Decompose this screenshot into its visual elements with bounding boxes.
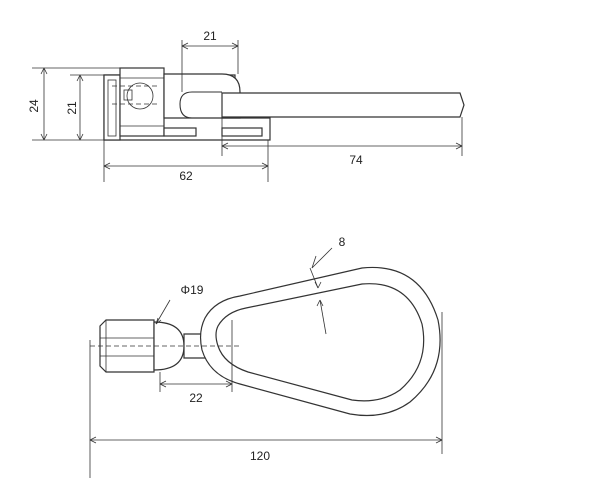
label-21-left: 21: [65, 101, 79, 115]
dim-diameter: Φ19: [155, 283, 204, 325]
label-21-top: 21: [203, 29, 217, 43]
dim-base-length: 62: [103, 140, 269, 183]
label-62: 62: [179, 169, 193, 183]
label-phi19: Φ19: [181, 283, 204, 297]
label-22: 22: [189, 391, 203, 405]
dim-outer-height: 24: [27, 67, 120, 141]
label-120: 120: [250, 449, 270, 463]
dim-rod-length: 74: [221, 117, 463, 167]
dim-neck: 22: [159, 372, 233, 405]
dim-inner-height: 21: [65, 74, 104, 141]
label-24: 24: [27, 99, 41, 113]
top-view: [90, 266, 441, 417]
bolt-hole: [126, 82, 154, 110]
dim-total-length: 120: [89, 312, 443, 478]
label-74: 74: [349, 153, 363, 167]
left-plate: [103, 74, 121, 141]
rod: [221, 92, 465, 118]
dim-top-width: 21: [181, 29, 239, 92]
label-8: 8: [339, 235, 346, 249]
dim-thickness: 8: [309, 235, 346, 335]
side-view: [103, 67, 465, 141]
nut-body: [119, 67, 165, 137]
